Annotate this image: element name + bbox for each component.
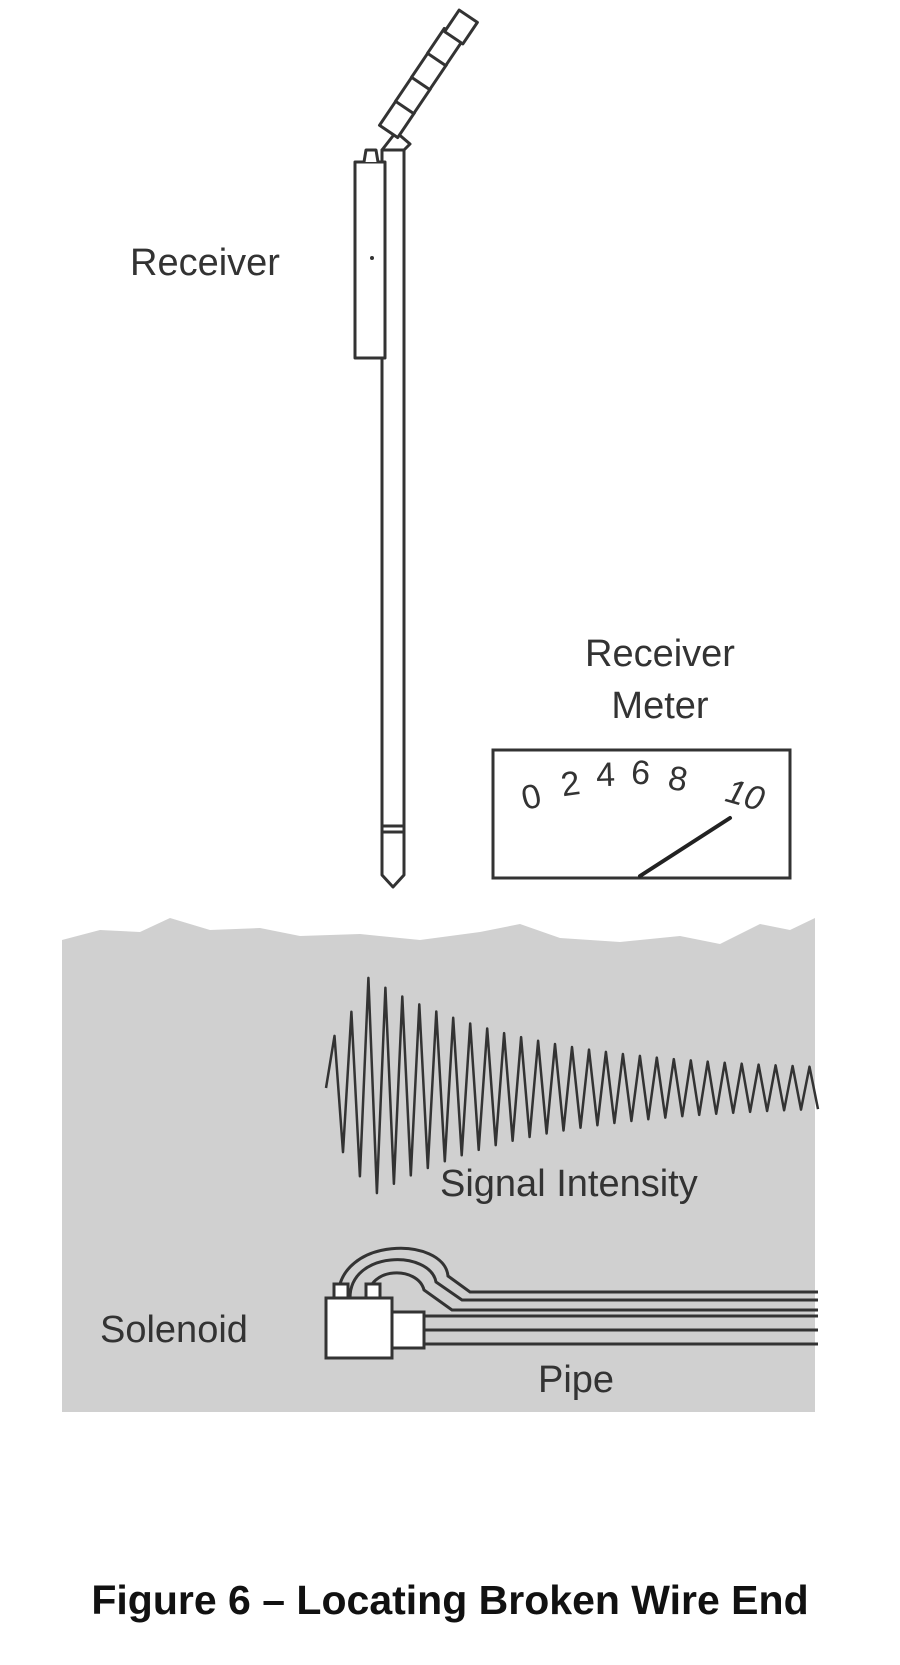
ground-region: [62, 918, 815, 1412]
solenoid: [324, 1282, 394, 1360]
receiver-label: Receiver: [130, 242, 280, 284]
meter-label-line1: Receiver: [585, 633, 735, 675]
meter-box: [491, 748, 792, 880]
receiver-box: [353, 160, 387, 360]
pipe-coupling: [390, 1310, 426, 1350]
pipe-label: Pipe: [538, 1359, 614, 1401]
signal-intensity-label: Signal Intensity: [440, 1163, 698, 1205]
figure-caption: Figure 6 – Locating Broken Wire End: [91, 1577, 808, 1623]
meter-scale-tick-4: 4: [595, 756, 615, 795]
meter-label-line2: Meter: [611, 685, 708, 727]
receiver-probe: [353, 8, 479, 889]
meter-needle: [638, 816, 732, 878]
pipe: [390, 1310, 818, 1350]
signal-intensity-wave: [324, 976, 820, 1195]
meter-scale-tick-6: 6: [630, 753, 652, 792]
solenoid-label: Solenoid: [100, 1309, 248, 1351]
probe-antenna: [377, 8, 479, 152]
solenoid-body: [324, 1296, 394, 1360]
